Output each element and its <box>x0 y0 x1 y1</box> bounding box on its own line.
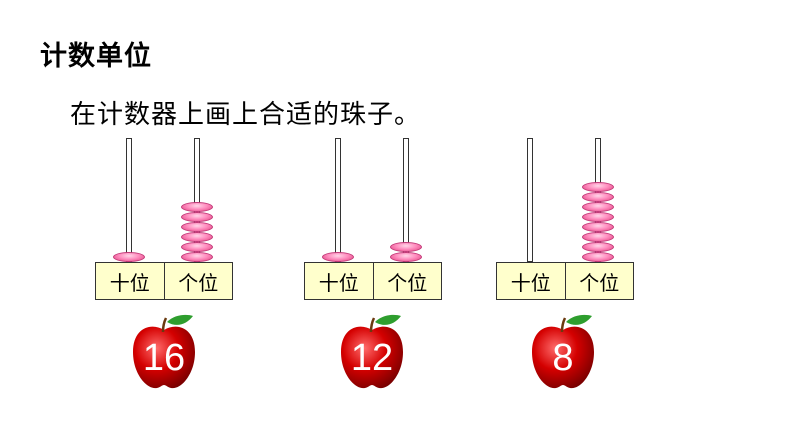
tens-label: 十位 <box>109 270 150 295</box>
apple-icon <box>341 314 403 389</box>
ones-bead <box>582 192 614 202</box>
apple-number: 12 <box>350 337 394 379</box>
apple-number: 8 <box>552 337 574 379</box>
tens-rod <box>527 138 533 262</box>
ones-bead <box>390 252 422 262</box>
tens-label: 十位 <box>318 270 359 295</box>
apple-number: 16 <box>142 337 186 379</box>
ones-bead <box>582 202 614 212</box>
abacus-8: 十位 个位 <box>496 138 636 300</box>
ones-bead <box>582 242 614 252</box>
apple-icon <box>532 314 594 389</box>
apple-16: 16 <box>131 312 197 390</box>
abacus-16: 十位 个位 <box>95 138 235 300</box>
ones-bead <box>582 182 614 192</box>
place-value-labels: 十位 个位 <box>95 262 233 300</box>
section-title: 计数单位 <box>40 41 152 72</box>
ones-bead <box>181 252 213 262</box>
place-value-labels: 十位 个位 <box>304 262 442 300</box>
ones-bead <box>181 232 213 242</box>
ones-bead <box>181 242 213 252</box>
ones-bead <box>181 222 213 232</box>
ones-bead <box>582 212 614 222</box>
ones-label: 个位 <box>163 263 233 299</box>
ones-bead <box>582 232 614 242</box>
tens-rod <box>126 138 132 262</box>
ones-label: 个位 <box>372 263 442 299</box>
ones-label: 个位 <box>564 263 634 299</box>
apple-8: 8 <box>530 312 596 390</box>
ones-bead <box>582 222 614 232</box>
apple-icon <box>133 314 195 389</box>
apple-12: 12 <box>339 312 405 390</box>
tens-bead <box>322 252 354 262</box>
tens-rod <box>335 138 341 262</box>
ones-bead <box>582 252 614 262</box>
tens-bead <box>113 252 145 262</box>
ones-bead <box>181 202 213 212</box>
place-value-labels: 十位 个位 <box>496 262 634 300</box>
ones-bead <box>390 242 422 252</box>
abacus-12: 十位 个位 <box>304 138 444 300</box>
instruction-text: 在计数器上画上合适的珠子。 <box>70 100 422 130</box>
tens-label: 十位 <box>510 270 551 295</box>
ones-bead <box>181 212 213 222</box>
